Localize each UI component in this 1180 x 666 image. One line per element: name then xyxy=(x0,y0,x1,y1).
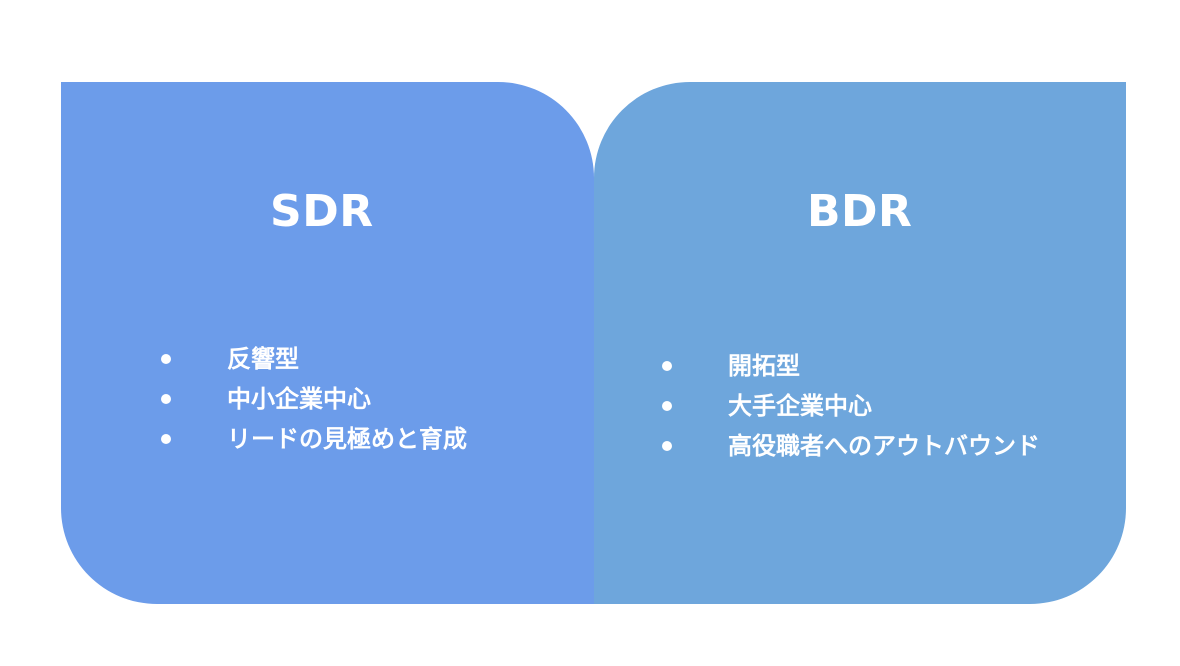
bdr-bullet-list: 開拓型 大手企業中心 高役職者へのアウトバウンド xyxy=(660,346,1100,466)
bdr-item-executive-outbound: 高役職者へのアウトバウンド xyxy=(660,426,1100,466)
bullet-dot-icon xyxy=(161,434,171,444)
bdr-panel: BDR 開拓型 大手企業中心 高役職者へのアウトバウンド xyxy=(594,82,1126,604)
bdr-item-text: 開拓型 xyxy=(728,352,800,380)
bdr-item-pioneering-type: 開拓型 xyxy=(660,346,1100,386)
sdr-item-smb-focus: 中小企業中心 xyxy=(159,379,579,419)
sdr-item-text: リードの見極めと育成 xyxy=(227,425,467,453)
bdr-item-enterprise-focus: 大手企業中心 xyxy=(660,386,1100,426)
sdr-item-text: 反響型 xyxy=(227,345,299,373)
sdr-title: SDR xyxy=(270,186,374,237)
bullet-dot-icon xyxy=(662,401,672,411)
bullet-dot-icon xyxy=(161,394,171,404)
bullet-dot-icon xyxy=(662,441,672,451)
bdr-title: BDR xyxy=(807,186,913,237)
sdr-bullet-list: 反響型 中小企業中心 リードの見極めと育成 xyxy=(159,339,579,459)
bdr-item-text: 高役職者へのアウトバウンド xyxy=(728,432,1040,460)
sdr-item-text: 中小企業中心 xyxy=(227,385,371,413)
bullet-dot-icon xyxy=(161,354,171,364)
sdr-item-response-type: 反響型 xyxy=(159,339,579,379)
bullet-dot-icon xyxy=(662,361,672,371)
bdr-item-text: 大手企業中心 xyxy=(728,392,872,420)
sdr-item-lead-nurturing: リードの見極めと育成 xyxy=(159,419,579,459)
sdr-panel: SDR 反響型 中小企業中心 リードの見極めと育成 xyxy=(61,82,594,604)
